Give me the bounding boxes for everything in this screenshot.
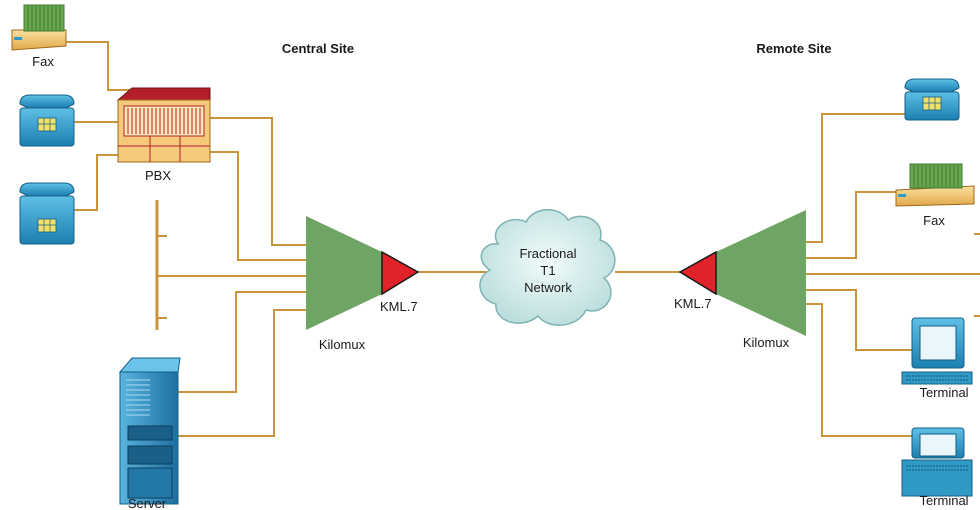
cloud-label-line1: Fractional: [519, 246, 576, 261]
fax-icon-central: [11, 4, 67, 51]
kilomux-remote-label: Kilomux: [743, 335, 790, 350]
kilomux-central-label: Kilomux: [319, 337, 366, 352]
cloud-label-line2: T1: [540, 263, 555, 278]
cloud-shape: [479, 209, 616, 326]
central-site-header: Central Site: [282, 41, 354, 56]
terminal-icon-2: [901, 427, 973, 497]
pbx-icon: [116, 87, 211, 163]
server-icon: [118, 357, 181, 505]
fax-icon-remote: [895, 163, 975, 207]
kml-central-shape: [381, 250, 420, 296]
fax-label-central: Fax: [32, 54, 54, 69]
terminal-icon-1: [901, 317, 973, 385]
kml-remote-shape: [678, 250, 717, 296]
phone-icon-remote: [904, 78, 960, 121]
remote-wires: [615, 113, 980, 437]
pbx-label: PBX: [145, 168, 171, 183]
fax-label-remote: Fax: [923, 213, 945, 228]
lan-bus: [155, 200, 167, 330]
phone-icon-central-2: [19, 182, 75, 245]
remote-site-header: Remote Site: [756, 41, 831, 56]
terminal-label-2: Terminal: [919, 493, 968, 508]
central-wires: [66, 41, 486, 437]
server-label: Server: [128, 496, 167, 510]
phone-icon-central-1: [19, 94, 75, 147]
kml-remote-label: KML.7: [674, 296, 712, 311]
kilomux-remote-shape: [716, 210, 806, 336]
kilomux-central-shape: [306, 216, 382, 330]
cloud-label-line3: Network: [524, 280, 572, 295]
kml-central-label: KML.7: [380, 299, 418, 314]
terminal-label-1: Terminal: [919, 385, 968, 400]
